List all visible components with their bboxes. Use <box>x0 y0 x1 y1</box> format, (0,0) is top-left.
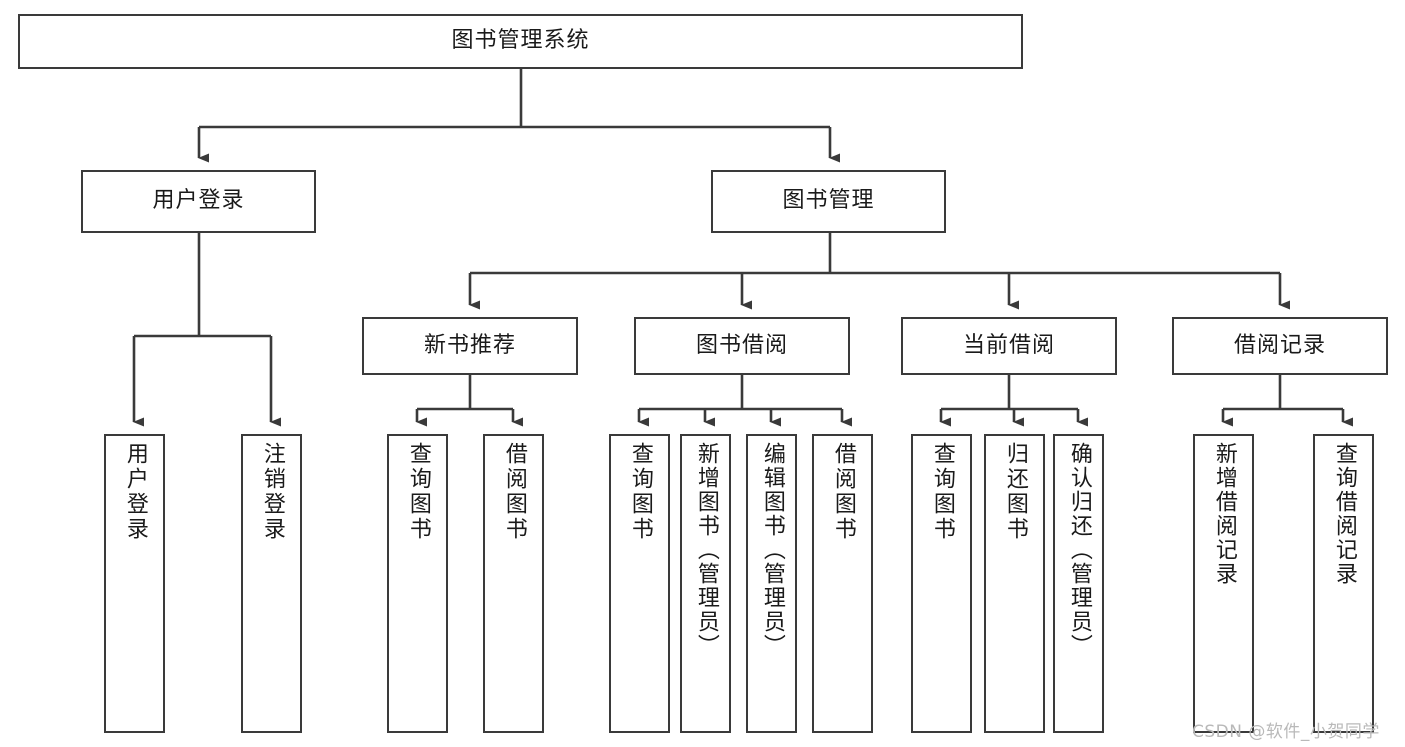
csdn-watermark: CSDN @软件_小贺同学 <box>1192 722 1380 742</box>
node-current-borrow-label: 当前借阅 <box>962 332 1055 358</box>
leaf-logout-label: 注销登录 <box>259 442 285 542</box>
leaf-query-record-label: 查询借阅记录 <box>1331 442 1357 586</box>
leaf-user-login[interactable]: 用户登录 <box>104 434 165 733</box>
node-book-borrow-label: 图书借阅 <box>695 332 788 358</box>
leaf-query-book-borrow[interactable]: 查询图书 <box>609 434 670 733</box>
leaf-borrow-book-rec-label: 借阅图书 <box>501 442 527 542</box>
node-book-manage[interactable]: 图书管理 <box>711 170 946 233</box>
leaf-add-book-label: 新增图书（管理员） <box>693 442 719 658</box>
leaf-borrow-book-rec[interactable]: 借阅图书 <box>483 434 544 733</box>
leaf-borrow-book-label: 借阅图书 <box>830 442 856 542</box>
leaf-return-book[interactable]: 归还图书 <box>984 434 1045 733</box>
node-new-book-recommend-label: 新书推荐 <box>423 332 516 358</box>
node-book-manage-label: 图书管理 <box>782 188 875 214</box>
leaf-query-book-cur[interactable]: 查询图书 <box>911 434 972 733</box>
leaf-edit-book-label: 编辑图书（管理员） <box>759 442 785 658</box>
leaf-logout[interactable]: 注销登录 <box>241 434 302 733</box>
leaf-query-book-rec-label: 查询图书 <box>405 442 431 542</box>
node-borrow-record[interactable]: 借阅记录 <box>1172 317 1388 375</box>
leaf-return-book-label: 归还图书 <box>1002 442 1028 542</box>
leaf-add-record[interactable]: 新增借阅记录 <box>1193 434 1254 733</box>
leaf-query-record[interactable]: 查询借阅记录 <box>1313 434 1374 733</box>
node-book-borrow[interactable]: 图书借阅 <box>634 317 850 375</box>
leaf-confirm-return[interactable]: 确认归还（管理员） <box>1053 434 1104 733</box>
node-borrow-record-label: 借阅记录 <box>1233 332 1326 358</box>
node-current-borrow[interactable]: 当前借阅 <box>901 317 1117 375</box>
leaf-add-record-label: 新增借阅记录 <box>1211 442 1237 586</box>
leaf-edit-book[interactable]: 编辑图书（管理员） <box>746 434 797 733</box>
leaf-user-login-label: 用户登录 <box>122 442 148 542</box>
leaf-borrow-book[interactable]: 借阅图书 <box>812 434 873 733</box>
node-root-label: 图书管理系统 <box>451 28 590 54</box>
node-user-login[interactable]: 用户登录 <box>81 170 316 233</box>
node-user-login-label: 用户登录 <box>152 188 245 214</box>
leaf-add-book[interactable]: 新增图书（管理员） <box>680 434 731 733</box>
node-root[interactable]: 图书管理系统 <box>18 14 1023 69</box>
leaf-confirm-return-label: 确认归还（管理员） <box>1066 442 1092 658</box>
node-new-book-recommend[interactable]: 新书推荐 <box>362 317 578 375</box>
leaf-query-book-rec[interactable]: 查询图书 <box>387 434 448 733</box>
leaf-query-book-cur-label: 查询图书 <box>929 442 955 542</box>
leaf-query-book-borrow-label: 查询图书 <box>627 442 653 542</box>
